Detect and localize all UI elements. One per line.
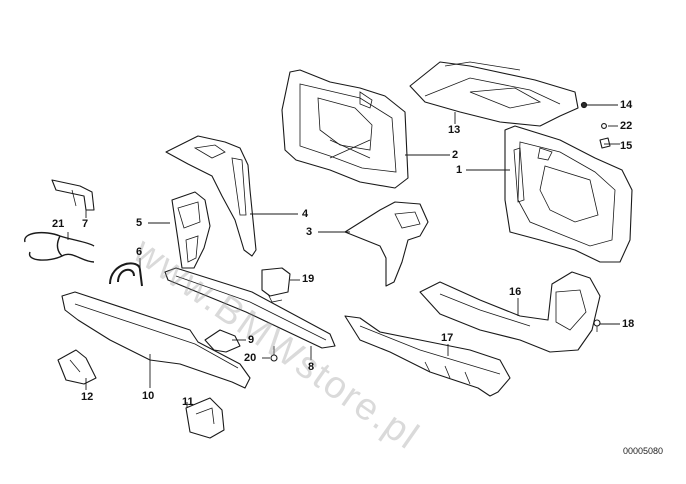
part-8-shape bbox=[164, 267, 336, 349]
callout-11[interactable]: 11 bbox=[182, 396, 194, 408]
callout-9[interactable]: 9 bbox=[248, 334, 255, 346]
fastener-22-shape bbox=[601, 123, 607, 129]
part-2-shape bbox=[281, 69, 409, 189]
callout-8[interactable]: 8 bbox=[308, 361, 315, 373]
part-7-shape bbox=[51, 179, 95, 211]
callout-1[interactable]: 1 bbox=[456, 164, 463, 176]
fastener-14-shape bbox=[580, 101, 588, 109]
callout-5[interactable]: 5 bbox=[136, 217, 143, 229]
callout-4[interactable]: 4 bbox=[302, 208, 309, 220]
callout-10[interactable]: 10 bbox=[142, 390, 155, 402]
part-9-shape bbox=[204, 329, 241, 353]
callout-20[interactable]: 20 bbox=[244, 352, 257, 364]
callout-15[interactable]: 15 bbox=[620, 140, 633, 152]
part-13-shape bbox=[409, 61, 579, 127]
part-20-shape bbox=[270, 346, 278, 362]
callout-3[interactable]: 3 bbox=[306, 226, 313, 238]
callout-22[interactable]: 22 bbox=[620, 120, 633, 132]
callout-6[interactable]: 6 bbox=[136, 246, 143, 258]
part-1-shape bbox=[504, 125, 633, 263]
part-4-shape bbox=[165, 135, 257, 257]
fastener-15-shape bbox=[599, 137, 611, 149]
callout-14[interactable]: 14 bbox=[620, 99, 633, 111]
callout-18[interactable]: 18 bbox=[622, 318, 635, 330]
fastener-18-shape bbox=[593, 319, 601, 332]
part-16-shape bbox=[419, 271, 601, 353]
part-21-shape bbox=[24, 231, 95, 263]
part-5-shape bbox=[171, 191, 211, 269]
part-3-shape bbox=[344, 201, 429, 287]
callout-17[interactable]: 17 bbox=[441, 332, 454, 344]
callout-7[interactable]: 7 bbox=[82, 218, 89, 230]
reference-number: 00005080 bbox=[622, 446, 663, 456]
part-10-shape bbox=[61, 291, 251, 389]
callout-19[interactable]: 19 bbox=[302, 273, 315, 285]
callout-12[interactable]: 12 bbox=[81, 391, 94, 403]
part-12-shape bbox=[57, 349, 97, 385]
part-11-shape bbox=[185, 397, 225, 439]
leader-lines bbox=[67, 104, 620, 408]
callout-13[interactable]: 13 bbox=[448, 124, 461, 136]
part-19-shape bbox=[261, 267, 291, 303]
callout-21[interactable]: 21 bbox=[52, 218, 65, 230]
part-17-shape bbox=[344, 315, 511, 397]
callout-2[interactable]: 2 bbox=[452, 149, 459, 161]
callout-16[interactable]: 16 bbox=[509, 286, 522, 298]
